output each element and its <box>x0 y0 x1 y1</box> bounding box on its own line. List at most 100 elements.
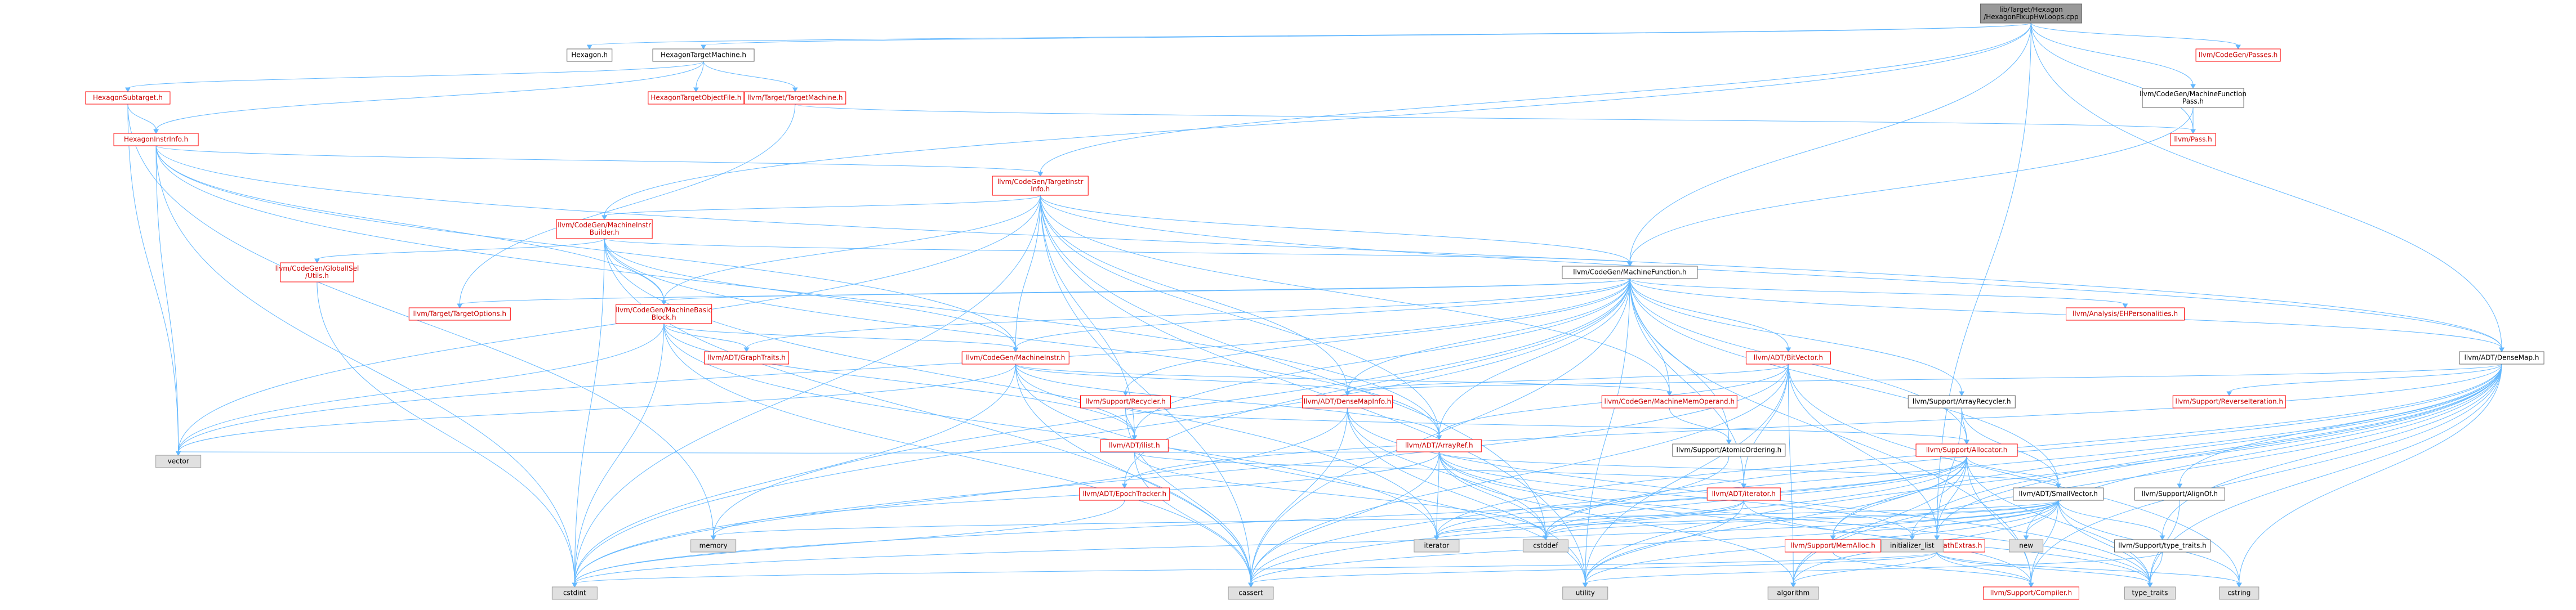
node-box <box>2013 487 2104 501</box>
node-label: vector <box>168 458 189 465</box>
edge-layer <box>125 23 2504 588</box>
edge-mi-mop <box>1015 364 1673 397</box>
node-densemapinfo[interactable]: llvm/ADT/DenseMapInfo.h <box>1302 395 1393 409</box>
node-memory: memory <box>690 539 737 553</box>
node-box <box>2459 351 2544 365</box>
node-mi[interactable]: llvm/CodeGen/MachineInstr.h <box>961 351 1069 365</box>
edge-adtiter-utility <box>1582 500 1744 588</box>
edge-smallvec-memory <box>710 500 2059 541</box>
edge-root-tii <box>1037 23 2031 177</box>
edge-smallvec-typetraits <box>2058 500 2165 541</box>
node-hexagonsub[interactable]: HexagonSubtarget.h <box>85 91 171 105</box>
edge-mib-gisel <box>314 238 605 264</box>
edge-mbb-vector <box>175 323 665 456</box>
edge-mf-arrayref <box>1436 278 1630 441</box>
node-iterator: iterator <box>1414 539 1460 553</box>
node-label: llvm/CodeGen/MachineFunction.h <box>1573 268 1686 276</box>
node-graphtraits[interactable]: llvm/ADT/GraphTraits.h <box>704 351 790 365</box>
edge-smallvec-memalloc <box>1830 500 2059 541</box>
node-label: cstdint <box>563 589 586 597</box>
node-compiler[interactable]: llvm/Support/Compiler.h <box>1982 586 2079 600</box>
edge-mathextras-cstdint <box>572 551 1937 588</box>
node-box <box>2219 586 2259 600</box>
edge-tii-densemap <box>1040 195 2504 353</box>
edge-mathextras-type_traits <box>1936 551 2153 588</box>
node-ehpers[interactable]: llvm/Analysis/EHPersonalities.h <box>2066 307 2185 321</box>
node-box <box>2124 586 2176 600</box>
edge-densemap-algorithm <box>1790 364 2502 588</box>
node-box <box>1915 443 2018 457</box>
edge-mf-graphtraits <box>743 278 1630 353</box>
edge-mfpass-mf <box>1627 107 2194 267</box>
node-label: lib/Target/Hexagon <box>1999 6 2063 14</box>
node-vector: vector <box>155 455 202 468</box>
edge-mathextras-cassert <box>1248 551 1937 588</box>
edge-mf-bitvector <box>1629 278 1791 353</box>
node-label: llvm/Support/Compiler.h <box>1990 589 2072 597</box>
node-reverseiter[interactable]: llvm/Support/ReverseIteration.h <box>2172 395 2286 409</box>
edge-allocator-mathextras <box>1934 456 1967 541</box>
node-box <box>2114 539 2211 553</box>
node-targetopts[interactable]: llvm/Target/TargetOptions.h <box>408 307 511 321</box>
node-box <box>113 133 199 146</box>
node-arrayref[interactable]: llvm/ADT/ArrayRef.h <box>1396 439 1482 452</box>
node-allocator[interactable]: llvm/Support/Allocator.h <box>1915 443 2018 457</box>
node-box <box>551 586 598 600</box>
node-densemap[interactable]: llvm/ADT/DenseMap.h <box>2459 351 2544 365</box>
edge-densemap-typetraits <box>2159 364 2502 541</box>
node-ilist[interactable]: llvm/ADT/ilist.h <box>1100 439 1169 452</box>
node-epoch[interactable]: llvm/ADT/EpochTracker.h <box>1079 487 1170 501</box>
node-gisel[interactable]: llvm/CodeGen/GlobalISel/Utils.h <box>275 262 359 282</box>
edge-tii-cassert <box>1040 195 1254 588</box>
node-recycler[interactable]: llvm/Support/Recycler.h <box>1080 395 1171 409</box>
node-mop[interactable]: llvm/CodeGen/MachineMemOperand.h <box>1601 395 1737 409</box>
node-label: llvm/ADT/ilist.h <box>1109 442 1160 450</box>
node-arrayrecycler[interactable]: llvm/Support/ArrayRecycler.h <box>1908 395 2016 409</box>
node-label: Hexagon.h <box>571 51 608 59</box>
node-box <box>1396 439 1482 452</box>
node-hexinstr[interactable]: HexagonInstrInfo.h <box>113 133 199 146</box>
node-smallvec[interactable]: llvm/ADT/SmallVector.h <box>2013 487 2104 501</box>
node-adtiter[interactable]: llvm/ADT/iterator.h <box>1706 487 1781 501</box>
node-box <box>1767 586 1819 600</box>
edge-mf-utility <box>1582 278 1630 588</box>
node-box <box>652 48 755 62</box>
node-label: /HexagonFixupHwLoops.cpp <box>1984 13 2078 21</box>
edge-allocator-smallvec <box>1966 456 2061 489</box>
node-label: llvm/ADT/iterator.h <box>1712 490 1776 498</box>
node-bitvector[interactable]: llvm/ADT/BitVector.h <box>1745 351 1831 365</box>
edge-densemap-cassert <box>1248 364 2502 588</box>
node-root[interactable]: lib/Target/Hexagon/HexagonFixupHwLoops.c… <box>1980 3 2082 24</box>
edge-gisel-cstdint <box>317 281 578 588</box>
node-alignof[interactable]: llvm/Support/AlignOf.h <box>2134 487 2225 501</box>
edge-typetraits-type_traits <box>2147 551 2163 588</box>
node-label: llvm/CodeGen/MachineFunction <box>2140 90 2247 98</box>
node-cgpasses[interactable]: llvm/CodeGen/Passes.h <box>2195 48 2281 62</box>
node-box <box>2009 539 2044 553</box>
node-hexagontm[interactable]: HexagonTargetMachine.h <box>652 48 755 62</box>
node-label: llvm/Support/MemAlloc.h <box>1790 542 1875 550</box>
node-box <box>648 91 745 105</box>
node-atomicord[interactable]: llvm/Support/AtomicOrdering.h <box>1672 443 1786 457</box>
edge-mbb-graphtraits <box>663 323 750 353</box>
node-memalloc[interactable]: llvm/Support/MemAlloc.h <box>1785 539 1882 553</box>
edge-mib-iterator <box>604 238 1439 541</box>
node-llvmtm[interactable]: llvm/Target/TargetMachine.h <box>744 91 846 105</box>
node-hexagon_h[interactable]: Hexagon.h <box>567 48 613 62</box>
node-passh[interactable]: llvm/Pass.h <box>2170 133 2216 146</box>
edge-mf-targetopts <box>457 278 1630 309</box>
node-hexagontof[interactable]: HexagonTargetObjectFile.h <box>648 91 745 105</box>
node-label: llvm/CodeGen/MachineBasic <box>616 306 712 314</box>
edge-root-hexagontm <box>701 23 2031 50</box>
edge-bitvector-densemapinfo <box>1344 364 1789 397</box>
node-mf[interactable]: llvm/CodeGen/MachineFunction.h <box>1562 266 1698 279</box>
node-typetraits[interactable]: llvm/Support/type_traits.h <box>2114 539 2211 553</box>
edge-densemapinfo-utility <box>1347 407 1588 588</box>
node-label: llvm/CodeGen/Passes.h <box>2199 51 2278 59</box>
node-label: llvm/ADT/SmallVector.h <box>2019 490 2098 498</box>
